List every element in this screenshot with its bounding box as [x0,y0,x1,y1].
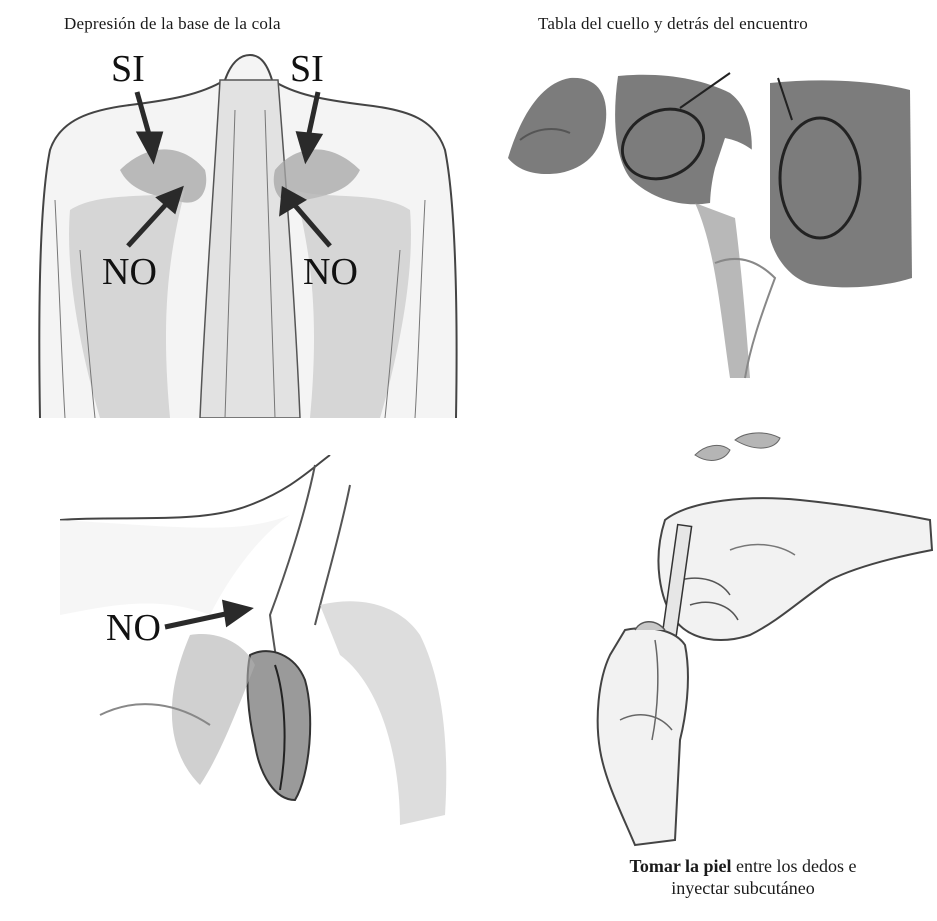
perineum-drawing [60,455,460,845]
skin-caption-bold: Tomar la piel [630,856,732,876]
cow-neck-illustration [500,48,920,388]
tail-base-illustration [10,50,470,418]
injection-hands-illustration [580,480,935,855]
skin-caption-line-2: inyectar subcutáneo [578,878,908,900]
cow-neck-drawing [500,48,920,388]
skin-caption-line-1: Tomar la piel entre los dedos e [578,856,908,878]
tail-caption: Depresión de la base de la cola [64,14,281,34]
no-label-left: NO [102,253,157,291]
skin-injection-caption: Tomar la piel entre los dedos e inyectar… [578,856,908,899]
cow-hooves-sketch [690,420,790,470]
no-label-lower: NO [106,609,161,647]
si-label-left: SI [111,50,145,88]
no-label-right: NO [303,253,358,291]
tail-base-drawing [10,50,470,418]
neck-caption: Tabla del cuello y detrás del encuentro [538,14,808,34]
injection-hands-drawing [580,480,935,855]
skin-caption-rest: entre los dedos e [732,856,857,876]
perineum-illustration [60,455,460,845]
si-label-right: SI [290,50,324,88]
hooves-drawing [690,420,790,470]
